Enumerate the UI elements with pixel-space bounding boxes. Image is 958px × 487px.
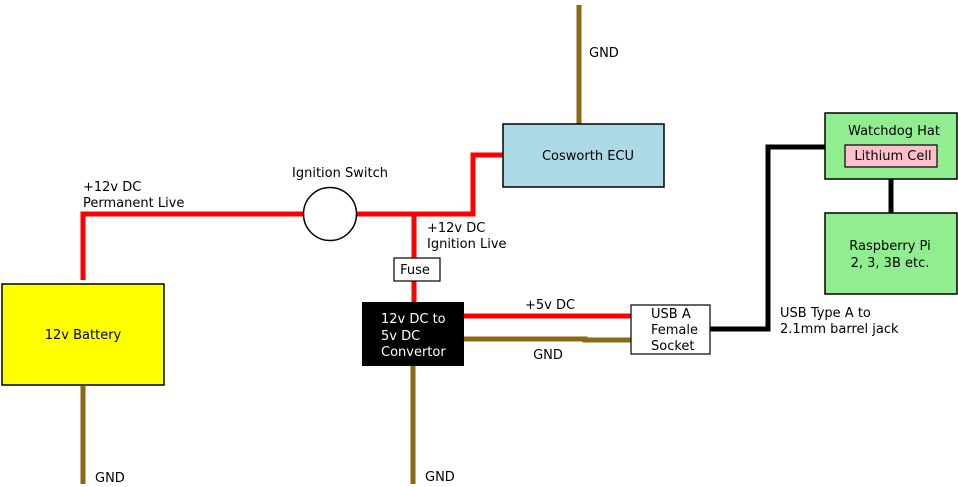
- permanent-live-wire: [80, 211, 303, 280]
- ignition-live-label-line-2: Ignition Live: [427, 237, 507, 252]
- convertor-label-line-2: 5v DC: [381, 329, 420, 344]
- usb-socket-box: [630, 304, 711, 355]
- convertor-label-line-3: Convertor: [381, 345, 446, 360]
- ignition-live-wire: [357, 152, 503, 303]
- watchdog-hat-label: Watchdog Hat: [848, 124, 940, 139]
- convertor-label-line-1: 12v DC to: [381, 312, 446, 327]
- raspberry-pi-label-line-2: 2, 3, 3B etc.: [851, 256, 930, 271]
- permanent-live-wire-path: [80, 211, 303, 280]
- convertor-box: [362, 302, 464, 366]
- convertor-gnd-label: GND: [425, 470, 455, 485]
- usb-socket: USB A Female Socket: [630, 304, 711, 355]
- battery-gnd-label: GND: [95, 471, 125, 486]
- battery: 12v Battery: [1, 283, 165, 386]
- watchdog-hat: Watchdog Hat Lithium Cell: [824, 112, 958, 180]
- battery-label: 12v Battery: [45, 328, 122, 343]
- usb-socket-label-line-1: USB A: [651, 307, 691, 322]
- ignition-switch: Ignition Switch: [292, 166, 388, 242]
- ignition-switch-label: Ignition Switch: [292, 166, 388, 181]
- ecu-gnd-label: GND: [589, 46, 619, 61]
- fuse-label: Fuse: [400, 263, 430, 278]
- convertor: 12v DC to 5v DC Convertor: [362, 302, 464, 366]
- raspberry-pi: Raspberry Pi 2, 3, 3B etc.: [824, 212, 958, 295]
- ignition-switch-symbol: [302, 186, 358, 242]
- convertor-to-usb-gnd-wire: [463, 336, 632, 343]
- usb-socket-label-line-3: Socket: [651, 339, 695, 354]
- usb-cable-label-line-2: 2.1mm barrel jack: [780, 322, 899, 337]
- fuse-box: [393, 257, 441, 282]
- usb-cable-path: [709, 144, 826, 332]
- convertor-usb-gnd-label: GND: [533, 348, 563, 363]
- ecu: Cosworth ECU: [502, 123, 665, 188]
- usb-cable-label-line-1: USB Type A to: [780, 306, 871, 321]
- permanent-live-label-line-1: +12v DC: [83, 180, 141, 195]
- ecu-box: [502, 123, 665, 188]
- ecu-label: Cosworth ECU: [542, 149, 634, 164]
- permanent-live-label-line-2: Permanent Live: [83, 196, 184, 211]
- ground-wires: [80, 5, 632, 484]
- usb-socket-label-line-2: Female: [651, 323, 698, 338]
- raspberry-pi-label-line-1: Raspberry Pi: [849, 239, 930, 254]
- fuse: Fuse: [393, 257, 441, 282]
- ignition-live-label-line-1: +12v DC: [427, 221, 485, 236]
- raspberry-pi-box: [824, 212, 958, 295]
- ignition-to-ecu-wire: [357, 152, 503, 217]
- five-volt-label: +5v DC: [525, 298, 575, 313]
- battery-box: [1, 283, 165, 386]
- lithium-cell-label: Lithium Cell: [854, 149, 931, 164]
- lithium-cell-box: [844, 144, 938, 168]
